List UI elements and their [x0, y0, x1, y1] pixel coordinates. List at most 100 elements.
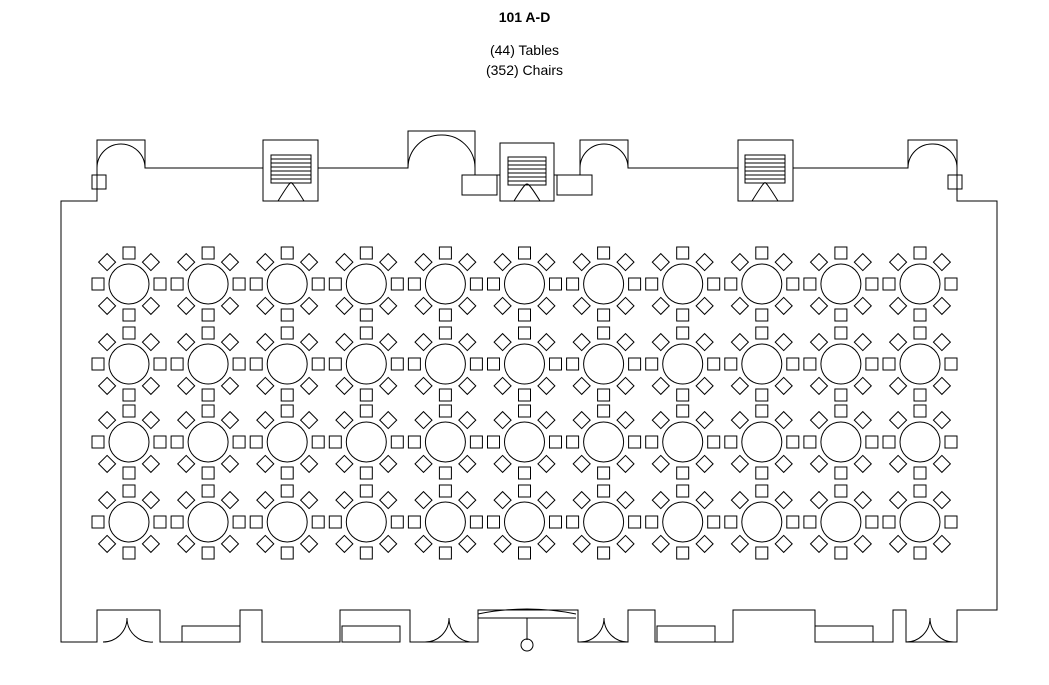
chair [933, 297, 950, 314]
table-top [663, 502, 703, 542]
round-table [883, 327, 957, 401]
chair [336, 377, 353, 394]
table-top [663, 264, 703, 304]
round-table [408, 327, 482, 401]
chair [360, 247, 372, 259]
table-top [900, 264, 940, 304]
chair [725, 278, 737, 290]
chair [835, 327, 847, 339]
chair [123, 309, 135, 321]
chair [550, 516, 562, 528]
chair [415, 377, 432, 394]
chair [99, 377, 116, 394]
table-top [425, 422, 465, 462]
chair [538, 334, 555, 351]
round-table [171, 247, 245, 321]
chair [573, 254, 590, 271]
round-table [171, 485, 245, 559]
chair [281, 485, 293, 497]
chair [775, 254, 792, 271]
chair [178, 377, 195, 394]
chair [914, 405, 926, 417]
chair [835, 247, 847, 259]
chair [123, 327, 135, 339]
chair [380, 412, 397, 429]
chair [391, 436, 403, 448]
chair [459, 412, 476, 429]
door-bottom-right [906, 618, 955, 642]
chair [154, 436, 166, 448]
chair [360, 309, 372, 321]
chair [336, 412, 353, 429]
chair [883, 516, 895, 528]
chair [250, 516, 262, 528]
table-top [505, 502, 545, 542]
chair [142, 412, 159, 429]
chair [708, 358, 720, 370]
chair [439, 309, 451, 321]
table-top [900, 502, 940, 542]
chair [756, 309, 768, 321]
chair [123, 405, 135, 417]
chair [945, 436, 957, 448]
chair [804, 436, 816, 448]
round-table [646, 405, 720, 479]
chair [459, 334, 476, 351]
chair [171, 278, 183, 290]
chair [787, 278, 799, 290]
chair [598, 485, 610, 497]
round-table [804, 485, 878, 559]
door-top-center-right [557, 144, 628, 195]
chair [775, 492, 792, 509]
chair [123, 547, 135, 559]
chair [652, 535, 669, 552]
chair [787, 436, 799, 448]
chair [573, 535, 590, 552]
chair [883, 436, 895, 448]
chair [415, 535, 432, 552]
round-table [725, 405, 799, 479]
chair [439, 467, 451, 479]
round-table [567, 485, 641, 559]
chair [598, 389, 610, 401]
chair [178, 254, 195, 271]
table-top [584, 264, 624, 304]
chair [756, 405, 768, 417]
table-top [425, 502, 465, 542]
chair [731, 492, 748, 509]
chair [92, 358, 104, 370]
chair [202, 467, 214, 479]
chair [652, 334, 669, 351]
table-top [109, 264, 149, 304]
chair [494, 412, 511, 429]
chair [567, 516, 579, 528]
room-outer-wall [61, 131, 997, 642]
chair [550, 358, 562, 370]
chair [459, 297, 476, 314]
chair [835, 309, 847, 321]
chair [617, 297, 634, 314]
chair [835, 547, 847, 559]
chair [652, 492, 669, 509]
chair [854, 297, 871, 314]
round-table [567, 327, 641, 401]
chair [933, 492, 950, 509]
chair [178, 492, 195, 509]
table-top [267, 344, 307, 384]
table-top [109, 422, 149, 462]
chair [123, 247, 135, 259]
chair [811, 334, 828, 351]
table-top [267, 422, 307, 462]
chair [696, 455, 713, 472]
chair [945, 278, 957, 290]
chair [756, 485, 768, 497]
table-top [742, 502, 782, 542]
chair [360, 547, 372, 559]
chair [775, 455, 792, 472]
round-table [92, 247, 166, 321]
table-top [584, 422, 624, 462]
chair [617, 334, 634, 351]
chair [725, 436, 737, 448]
chair [408, 436, 420, 448]
chair [677, 467, 689, 479]
